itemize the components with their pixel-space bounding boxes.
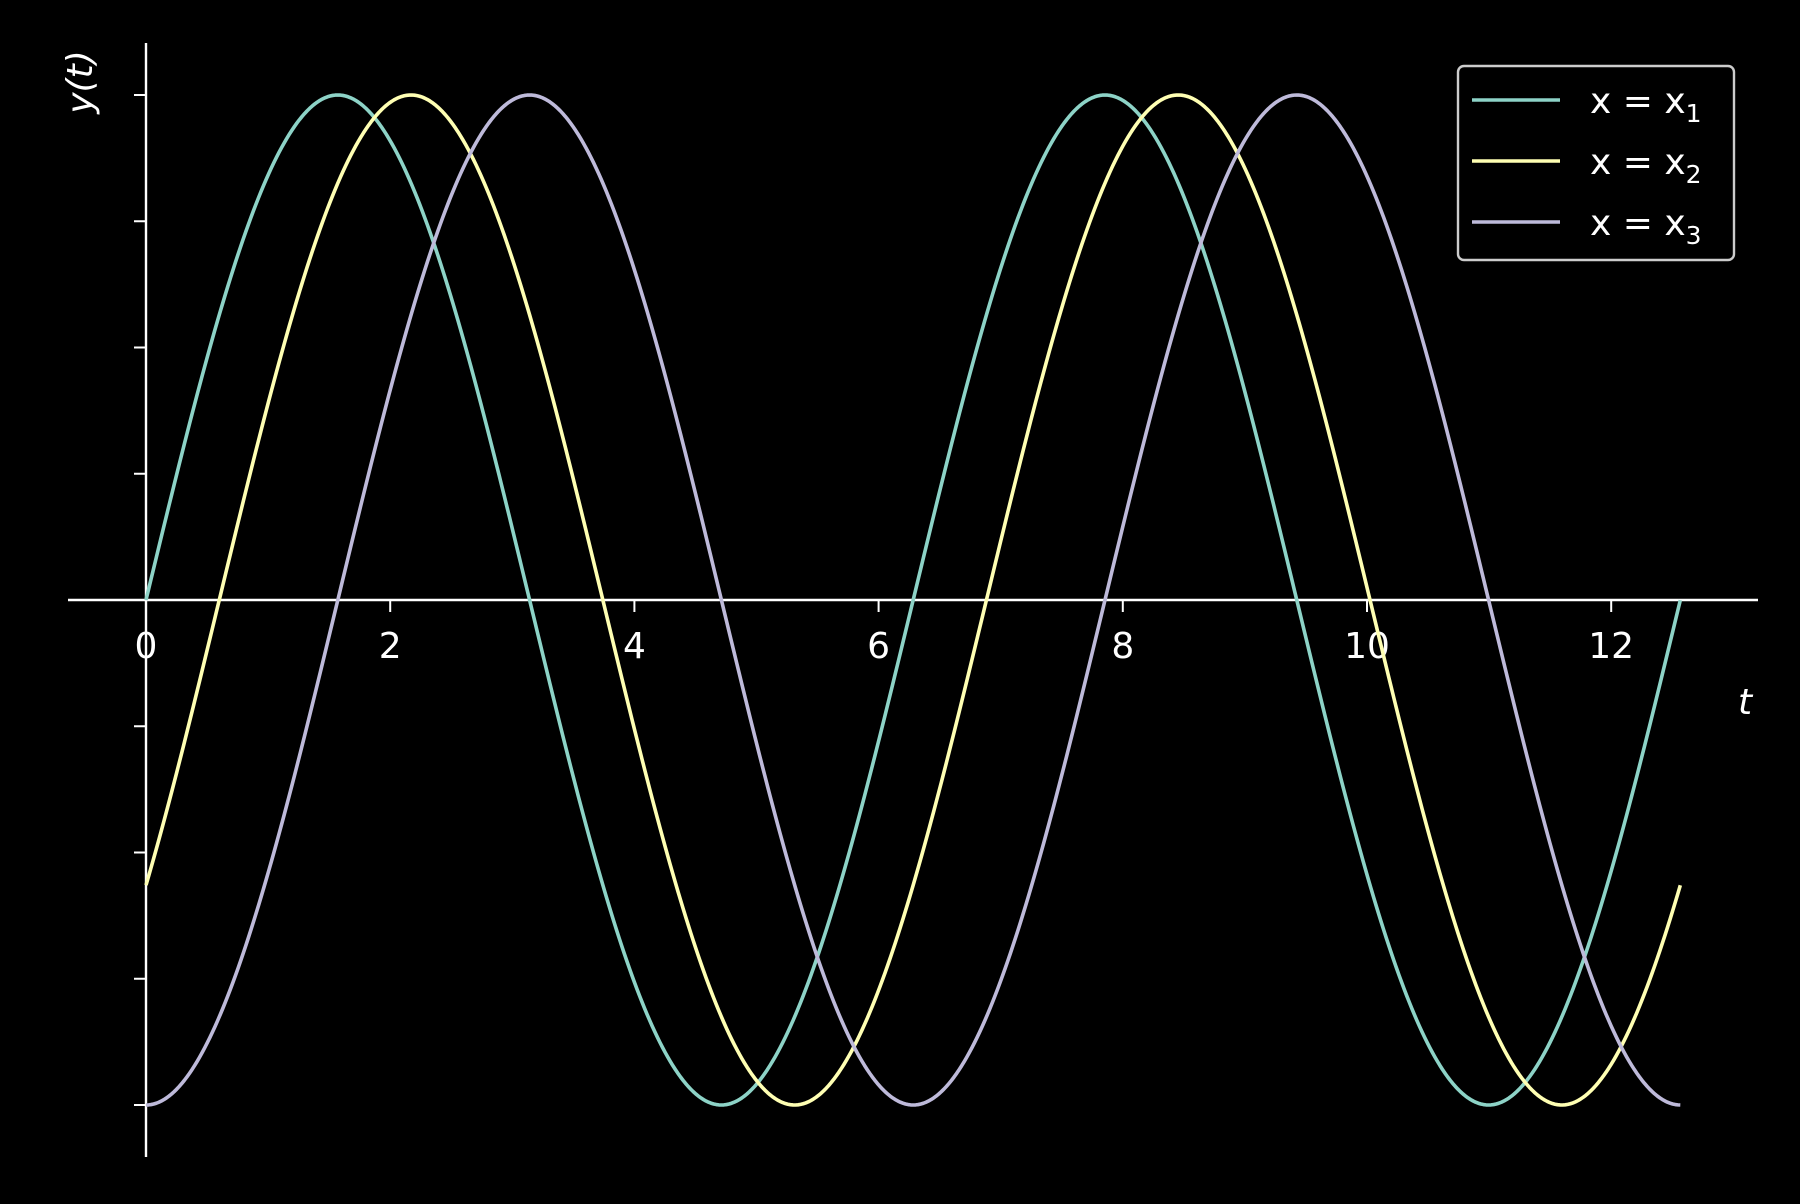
legend-frame — [1456, 64, 1736, 262]
y-ticks — [134, 94, 146, 1106]
series-line — [144, 93, 1683, 1107]
legend-label-subscript: 2 — [1686, 160, 1702, 189]
x-tick-label: 12 — [1588, 626, 1634, 667]
legend-label-subscript: 3 — [1686, 221, 1702, 250]
x-tick-label: 8 — [1111, 626, 1134, 667]
legend-label-main: x = x — [1590, 142, 1686, 183]
x-tick-label: 0 — [135, 626, 158, 667]
legend-items: x = x1x = x2x = x3 — [1472, 81, 1702, 250]
x-axis-label: t — [1738, 682, 1754, 723]
legend-label: x = x3 — [1590, 203, 1702, 250]
legend-label-main: x = x — [1590, 81, 1686, 122]
series-line — [144, 93, 1683, 1107]
legend-label: x = x2 — [1590, 142, 1702, 189]
x-tick-label: 2 — [379, 626, 402, 667]
legend-label: x = x1 — [1590, 81, 1702, 128]
legend-label-subscript: 1 — [1686, 99, 1702, 128]
x-tick-label: 4 — [623, 626, 646, 667]
series-lines — [144, 93, 1683, 1107]
legend: x = x1x = x2x = x3 — [1456, 64, 1736, 262]
legend-label-main: x = x — [1590, 203, 1686, 244]
x-tick-label: 6 — [867, 626, 890, 667]
y-axis-label: y(t) — [60, 50, 101, 115]
series-line — [145, 93, 1681, 1107]
